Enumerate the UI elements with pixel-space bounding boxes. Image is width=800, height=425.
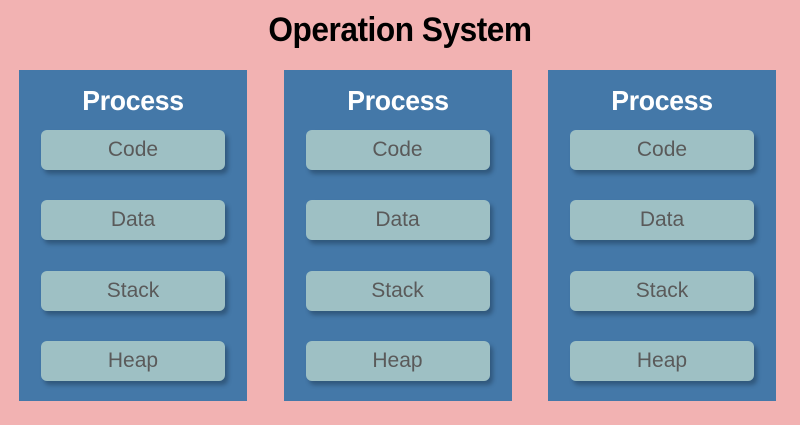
segment-label: Code (636, 138, 688, 161)
segment-box-heap: Heap (41, 340, 225, 381)
segment-box-stack: Stack (570, 270, 754, 311)
segment-label: Heap (372, 348, 423, 372)
segment-label: Data (639, 208, 685, 232)
process-panel-title: Process (611, 85, 713, 116)
segment-box-data: Data (305, 200, 490, 241)
segment-list: Code Data Stack Heap (305, 130, 490, 383)
process-panel-title: Process (346, 85, 449, 116)
segment-label: Stack (635, 278, 689, 302)
segment-label: Stack (106, 278, 160, 302)
segment-box-stack: Stack (41, 270, 225, 311)
segment-label: Heap (636, 348, 688, 372)
segment-label: Data (375, 208, 420, 232)
segment-label: Stack (371, 278, 424, 302)
process-panel-1: Process Code Data Stack Heap (19, 70, 247, 401)
segment-box-code: Code (305, 130, 490, 170)
segment-box-code: Code (570, 130, 754, 170)
segment-label: Code (107, 138, 159, 161)
segment-list: Code Data Stack Heap (41, 130, 225, 383)
segment-label: Code (372, 138, 423, 161)
segment-box-heap: Heap (305, 340, 490, 381)
page-title: Operation System (268, 11, 532, 49)
segment-box-stack: Stack (305, 270, 490, 311)
segment-box-code: Code (41, 130, 225, 170)
segment-box-data: Data (41, 200, 225, 241)
segment-list: Code Data Stack Heap (570, 130, 754, 383)
segment-box-heap: Heap (570, 340, 754, 381)
segment-label: Data (110, 208, 156, 232)
segment-box-data: Data (570, 200, 754, 241)
process-panel-title: Process (82, 85, 184, 116)
process-panel-3: Process Code Data Stack Heap (548, 70, 776, 401)
segment-label: Heap (107, 348, 159, 372)
process-row: Process Code Data Stack Heap Process (19, 70, 776, 401)
process-panel-2: Process Code Data Stack Heap (283, 70, 512, 401)
